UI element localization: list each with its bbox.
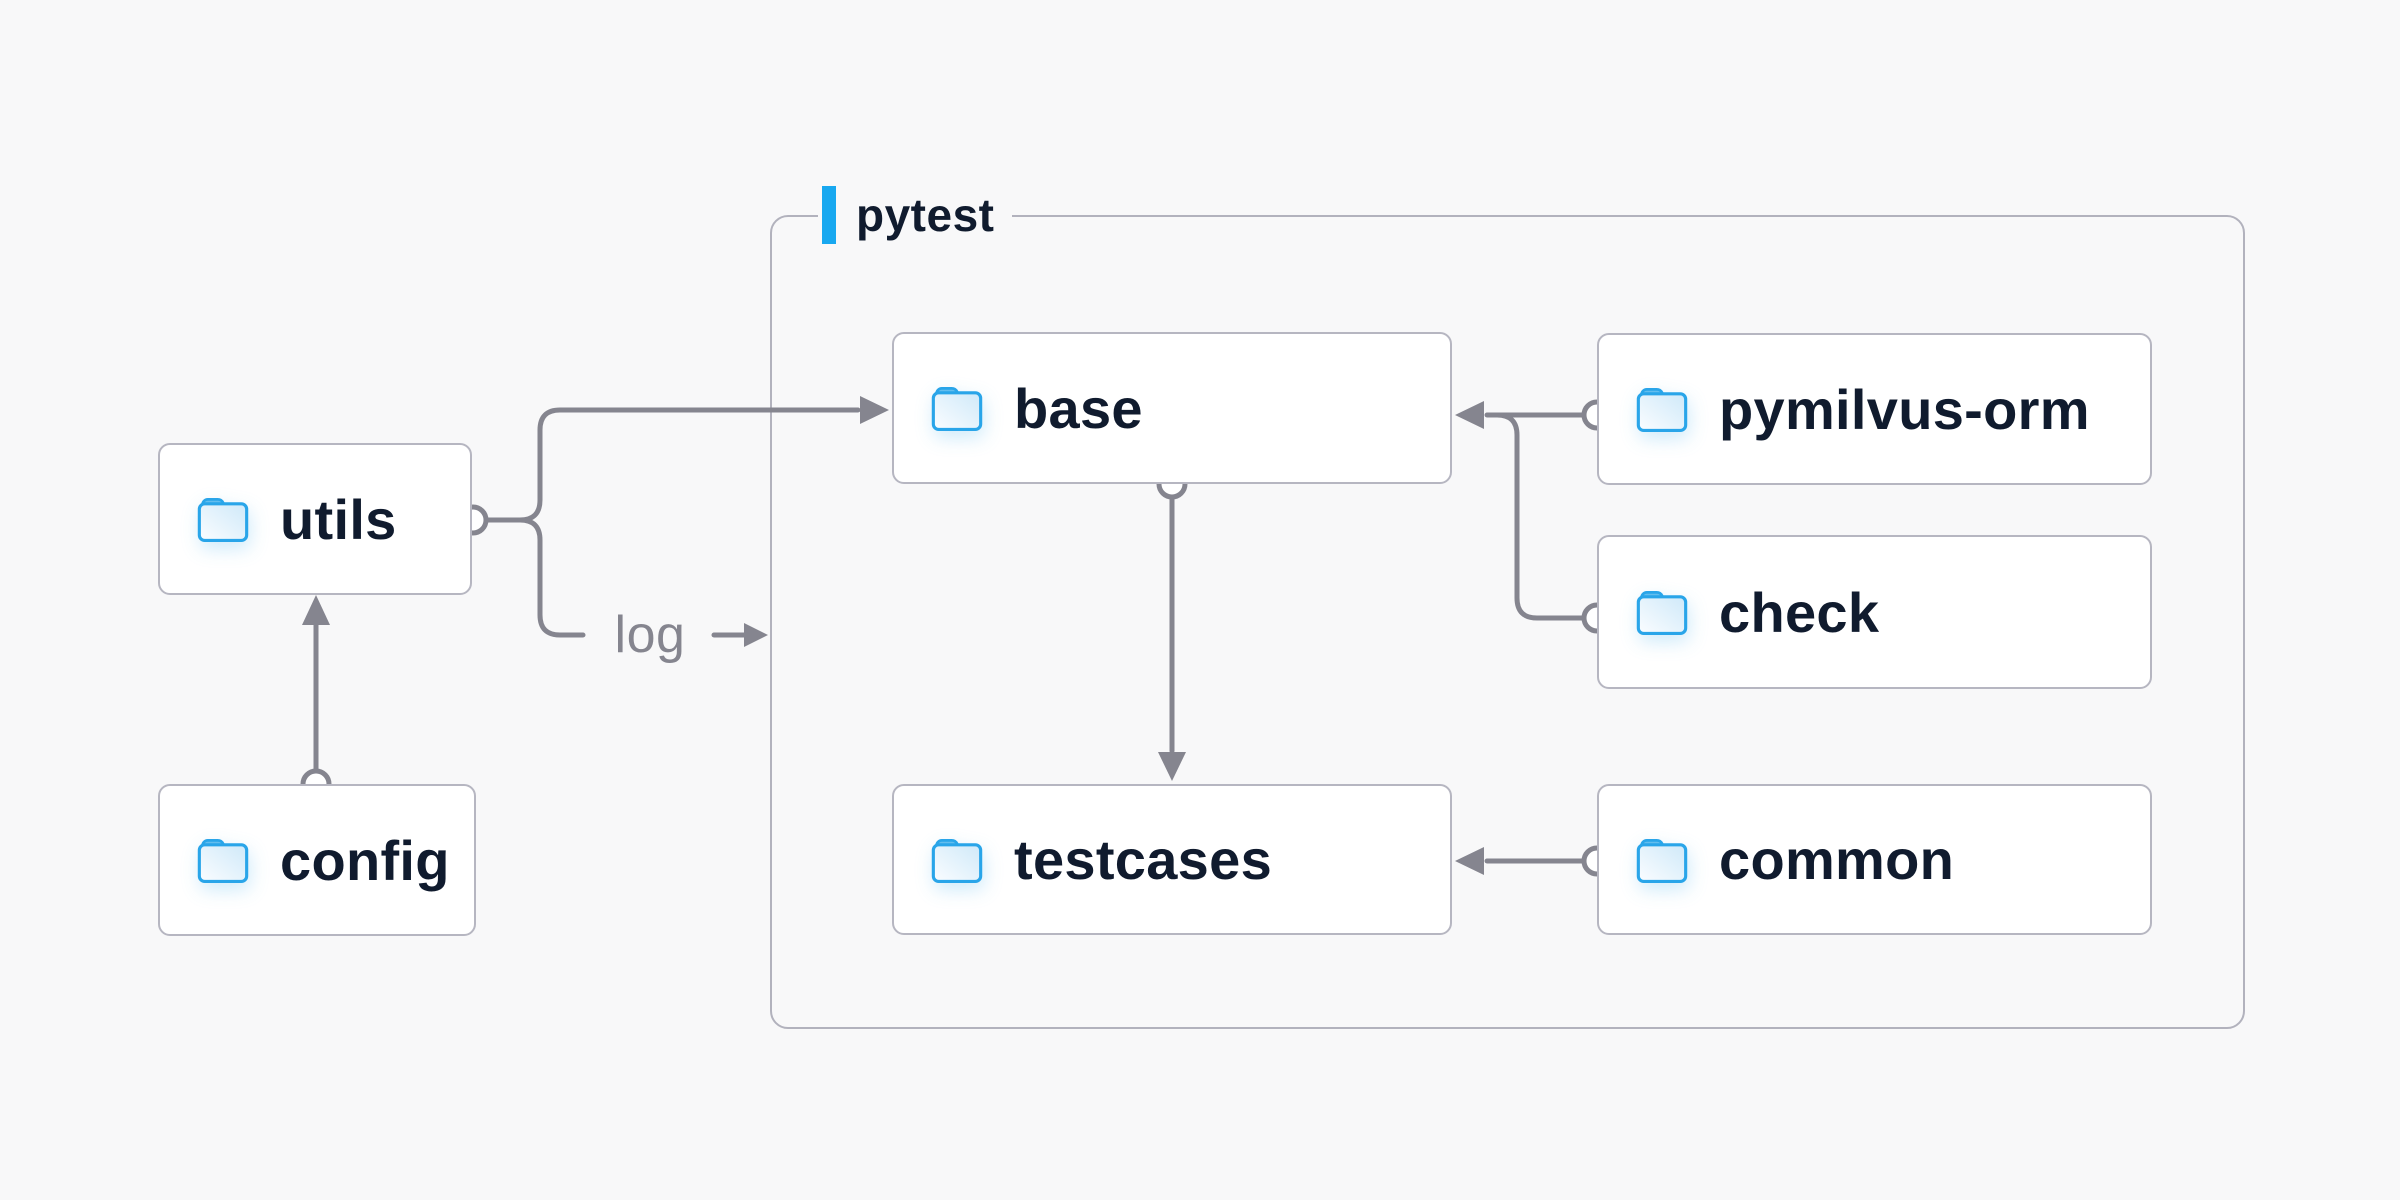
arrowhead-into-group — [744, 623, 768, 647]
folder-icon — [1636, 591, 1688, 635]
node-label: pymilvus-orm — [1719, 377, 2090, 441]
pytest-group — [770, 215, 2245, 1029]
node-base: base — [892, 332, 1452, 484]
folder-icon — [931, 838, 983, 883]
node-label: common — [1719, 828, 1955, 891]
node-label: testcases — [1014, 828, 1273, 891]
edge-utils-log — [517, 517, 586, 638]
node-config: config — [158, 784, 476, 936]
folder-icon — [931, 387, 983, 431]
arrowhead-into-utils — [302, 595, 330, 625]
node-label: config — [280, 828, 450, 892]
node-label: base — [1014, 376, 1143, 440]
node-utils: utils — [158, 443, 472, 595]
node-check: check — [1597, 535, 2152, 689]
folder-icon — [1636, 838, 1688, 883]
pytest-group-label: pytest — [818, 184, 1013, 246]
folder-icon — [197, 839, 249, 883]
node-label: check — [1719, 580, 1880, 644]
edge-label-log: log — [614, 606, 686, 664]
folder-icon — [1636, 388, 1688, 432]
folder-icon — [197, 498, 249, 542]
accent-bar — [822, 186, 836, 244]
node-common: common — [1597, 784, 2152, 935]
node-testcases: testcases — [892, 784, 1452, 935]
pytest-group-title: pytest — [856, 189, 995, 241]
node-pymilvus-orm: pymilvus-orm — [1597, 333, 2152, 485]
node-label: utils — [280, 487, 397, 551]
